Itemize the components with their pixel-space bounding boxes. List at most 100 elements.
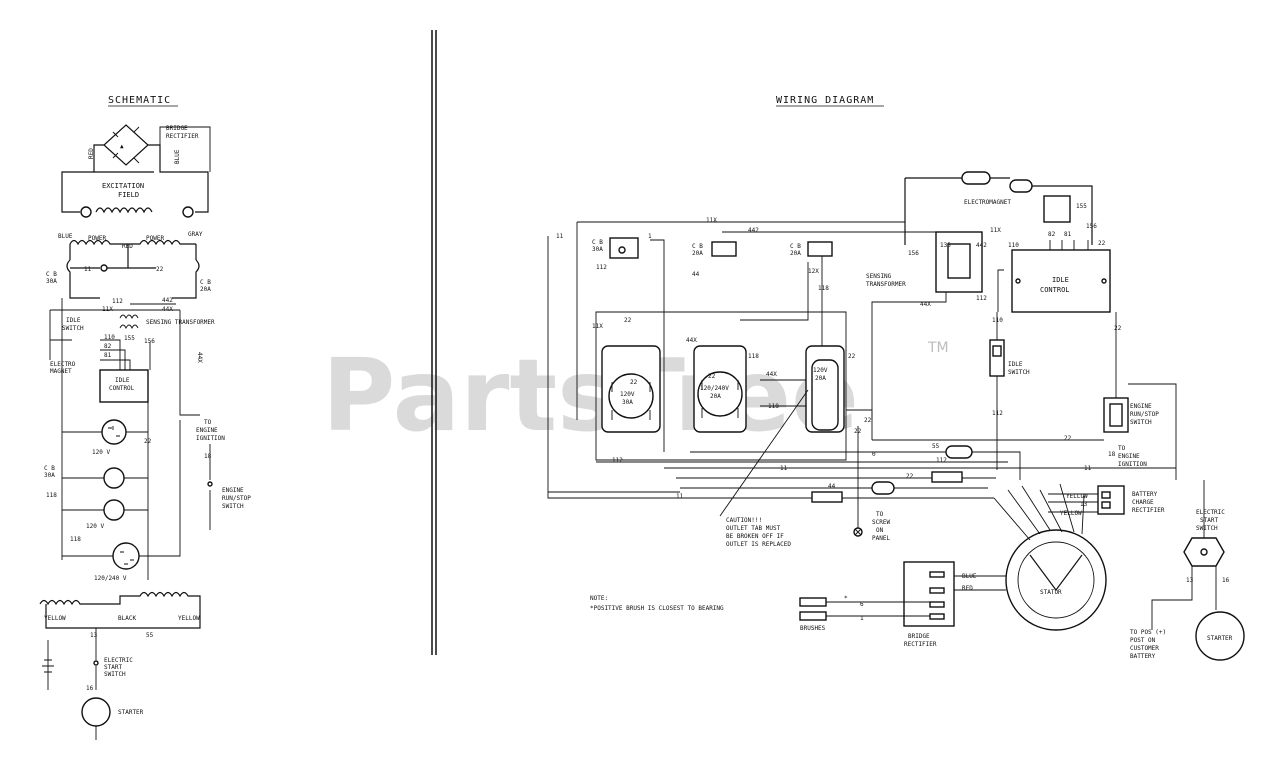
engine-run-stop-switch <box>1103 397 1129 433</box>
svg-text:1: 1 <box>860 615 864 622</box>
svg-text:442: 442 <box>162 297 173 304</box>
schematic-outlet-120v-1 <box>101 419 127 445</box>
svg-text:12X: 12X <box>808 268 819 275</box>
circuit-breaker-20a-1 <box>711 241 737 257</box>
svg-text:ENGINE: ENGINE <box>222 487 244 494</box>
svg-text:112: 112 <box>612 457 623 464</box>
svg-text:STATOR: STATOR <box>1040 589 1062 596</box>
svg-text:RED: RED <box>88 148 95 159</box>
svg-text:SENSING: SENSING <box>866 273 892 280</box>
svg-text:SWITCH: SWITCH <box>222 503 244 510</box>
svg-text:156: 156 <box>1086 223 1097 230</box>
svg-text:STARTER: STARTER <box>118 709 144 716</box>
svg-text:118: 118 <box>70 536 81 543</box>
svg-text:RECTIFIER: RECTIFIER <box>166 133 199 140</box>
svg-text:RUN/STOP: RUN/STOP <box>222 495 251 502</box>
connector-plug <box>1009 179 1033 193</box>
svg-text:C B: C B <box>592 239 603 246</box>
svg-text:BLUE: BLUE <box>174 149 181 164</box>
svg-text:BLACK: BLACK <box>118 615 136 622</box>
svg-text:C B: C B <box>790 243 801 250</box>
svg-text:RECTIFIER: RECTIFIER <box>1132 507 1165 514</box>
svg-text:BRIDGE: BRIDGE <box>908 633 930 640</box>
svg-text:112: 112 <box>936 457 947 464</box>
svg-text:22: 22 <box>144 438 152 445</box>
svg-text:120/240 V: 120/240 V <box>94 575 127 582</box>
svg-text:SWITCH: SWITCH <box>1008 369 1030 376</box>
svg-text:110: 110 <box>1008 242 1019 249</box>
svg-text:RECTIFIER: RECTIFIER <box>904 641 937 648</box>
svg-text:SWITCH: SWITCH <box>62 325 84 332</box>
svg-text:ENGINE: ENGINE <box>1118 453 1140 460</box>
svg-text:CHARGE: CHARGE <box>1132 499 1154 506</box>
svg-text:11: 11 <box>676 493 684 500</box>
svg-text:6: 6 <box>860 601 864 608</box>
svg-text:SWITCH: SWITCH <box>104 671 126 678</box>
svg-text:POST ON: POST ON <box>1130 637 1156 644</box>
svg-text:156: 156 <box>144 338 155 345</box>
svg-text:135: 135 <box>940 242 951 249</box>
watermark-trademark: TM <box>927 340 949 356</box>
connector-plug <box>871 481 895 495</box>
svg-text:IDLE: IDLE <box>1052 276 1069 284</box>
wiring-title: WIRING DIAGRAM <box>776 95 874 106</box>
schematic-starter-motor <box>81 697 111 727</box>
svg-text:TO POS (+): TO POS (+) <box>1130 629 1166 636</box>
svg-text:11: 11 <box>1084 465 1092 472</box>
svg-text:44: 44 <box>692 271 700 278</box>
outlet-120-240v-20a <box>693 345 747 433</box>
svg-text:FIELD: FIELD <box>118 191 139 199</box>
svg-text:SENSING TRANSFORMER: SENSING TRANSFORMER <box>146 319 215 326</box>
svg-text:BRIDGE: BRIDGE <box>166 125 188 132</box>
svg-text:GRAY: GRAY <box>188 231 203 238</box>
svg-text:C B: C B <box>692 243 703 250</box>
svg-text:118: 118 <box>818 285 829 292</box>
svg-text:11: 11 <box>780 465 788 472</box>
svg-text:SWITCH: SWITCH <box>1196 525 1218 532</box>
outlet-120v-20a <box>805 345 845 433</box>
svg-text:22: 22 <box>1114 325 1122 332</box>
svg-text:110: 110 <box>992 317 1003 324</box>
svg-text:STARTER: STARTER <box>1207 635 1233 642</box>
schematic-bridge-rectifier: ▲ <box>103 124 149 166</box>
svg-text:POWER: POWER <box>146 235 164 242</box>
svg-text:ENGINE: ENGINE <box>196 427 218 434</box>
svg-text:118: 118 <box>768 403 779 410</box>
svg-text:NOTE:: NOTE: <box>590 595 608 602</box>
svg-text:22: 22 <box>708 373 716 380</box>
svg-text:18: 18 <box>1108 451 1116 458</box>
svg-text:22: 22 <box>1098 240 1106 247</box>
svg-text:PANEL: PANEL <box>872 535 890 542</box>
svg-text:TO: TO <box>876 511 884 518</box>
svg-text:ELECTRIC: ELECTRIC <box>1196 509 1225 516</box>
svg-text:TO: TO <box>204 419 212 426</box>
svg-text:112: 112 <box>596 264 607 271</box>
idle-control-box <box>1011 249 1111 313</box>
schematic-idle-control-box <box>99 369 149 403</box>
svg-text:IDLE: IDLE <box>1008 361 1023 368</box>
svg-text:11X: 11X <box>592 323 603 330</box>
brush-icon <box>182 206 194 218</box>
svg-text:120 V: 120 V <box>86 523 104 530</box>
svg-text:13: 13 <box>1186 577 1194 584</box>
schematic: SCHEMATIC ▲ BRIDGE RECTIFIER RED BLUE EX… <box>39 95 251 740</box>
svg-text:YELLOW: YELLOW <box>1066 493 1088 500</box>
svg-text:11X: 11X <box>990 227 1001 234</box>
svg-text:20A: 20A <box>710 393 721 400</box>
svg-text:▲: ▲ <box>120 143 124 150</box>
svg-text:81: 81 <box>1064 231 1072 238</box>
svg-text:BLUE: BLUE <box>962 573 977 580</box>
svg-text:20A: 20A <box>692 250 703 257</box>
svg-text:112: 112 <box>976 295 987 302</box>
svg-text:*: * <box>844 595 848 602</box>
svg-text:22: 22 <box>630 379 638 386</box>
svg-text:22: 22 <box>624 317 632 324</box>
svg-text:BATTERY: BATTERY <box>1130 653 1156 660</box>
svg-text:TO: TO <box>1118 445 1126 452</box>
svg-text:ELECTRIC: ELECTRIC <box>104 657 133 664</box>
schematic-title: SCHEMATIC <box>108 95 171 106</box>
svg-text:55: 55 <box>932 443 940 450</box>
bridge-rectifier <box>903 561 955 627</box>
idle-switch <box>989 339 1005 377</box>
svg-text:TRANSFORMER: TRANSFORMER <box>866 281 906 288</box>
